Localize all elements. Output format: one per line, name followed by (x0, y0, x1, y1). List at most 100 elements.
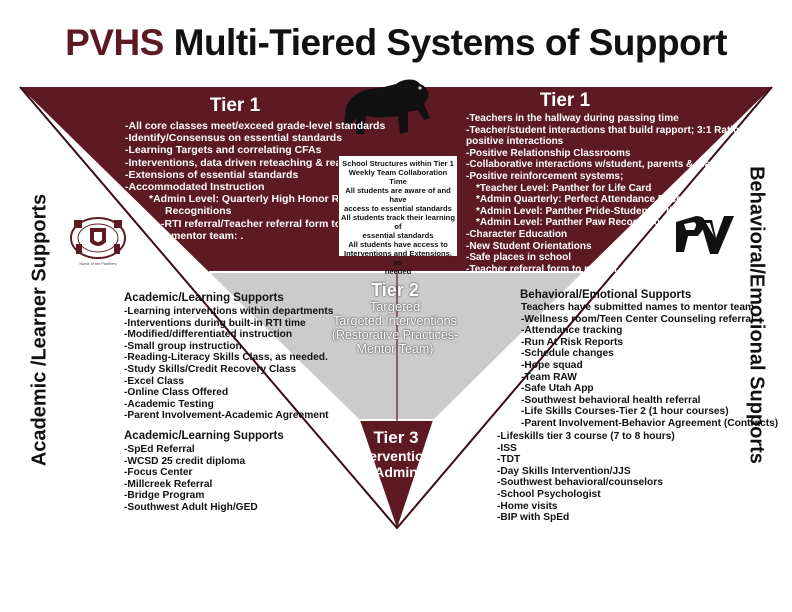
box-line: All students have access to (348, 240, 448, 249)
list-item: -Learning interventions within departmen… (124, 306, 334, 317)
list-item: -Positive reinforcement systems; (466, 170, 624, 182)
tier2-desc-line: (Restorative Practices- (331, 328, 459, 342)
box-line: access to essential standards (344, 204, 452, 213)
list-item: -Hope squad (521, 359, 583, 371)
tier2-desc-line: Mentor Team) (356, 342, 434, 356)
list-item: -Day Skills Intervention/JJS (497, 465, 631, 477)
list-item: -Safe places in school (466, 252, 572, 264)
list-item: *Admin Level: Panther Paw Recognition (476, 217, 667, 229)
box-line: All students track their learning of (341, 213, 455, 231)
list-item: -Reading-Literacy Skills Class, as neede… (124, 352, 328, 364)
box-line: All students are aware of and have (345, 186, 451, 204)
list-item: -Accommodated Instruction (125, 181, 265, 194)
tier3-subtitle-line: (Admin) (369, 464, 423, 480)
list-item: -Life Skills Courses-Tier 2 (1 hour cour… (521, 406, 729, 418)
seal-caption: Home of the Panthers (79, 262, 117, 266)
list-item: -Home visits (497, 500, 558, 512)
list-item: -School Psychologist (497, 488, 601, 500)
tier3-academic-list: -SpEd Referral -WCSD 25 credit diploma -… (124, 444, 258, 514)
list-item: -Academic Testing (124, 398, 214, 410)
list-item: -TDT (497, 454, 521, 466)
tier3-label: Tier 3 Interventions (Admin) (340, 428, 452, 480)
list-item: -Wellness room/Teen Center Counseling re… (521, 313, 754, 325)
list-item: -Learning Targets and correlating CFAs (125, 144, 322, 157)
list-item: -Focus Center (124, 467, 193, 479)
list-item: -RTI referral/Teacher referral form to (161, 217, 342, 230)
school-seal-icon (70, 217, 126, 259)
list-item: -Attendance tracking (521, 325, 623, 337)
title-accent: PVHS (65, 22, 164, 63)
list-item: -Team RAW (521, 371, 577, 383)
school-structures-box: School Structures within Tier 1 Weekly T… (338, 155, 458, 276)
tier3-behavioral-list: -Lifeskills tier 3 course (7 to 8 hours)… (497, 431, 675, 524)
list-item: -WCSD 25 credit diploma (124, 455, 246, 467)
tier2-academic-list: -Learning interventions within departmen… (124, 306, 333, 422)
tier1-academic-list: -All core classes meet/exceed grade-leve… (125, 120, 385, 242)
tier2-title: Tier 2 (371, 280, 419, 300)
list-item: -Parent Involvement-Behavior Agreement (… (521, 417, 779, 429)
list-item: -Safe Utah App (521, 383, 594, 395)
list-item: *Admin Quarterly: Perfect Attendance Rec… (476, 194, 716, 206)
list-item: positive interactions (466, 136, 564, 148)
box-line: Weekly Team Collaboration Time (348, 168, 448, 186)
tier3-title: Tier 3 (373, 428, 419, 447)
page-title: PVHS Multi-Tiered Systems of Support (0, 22, 792, 64)
list-item: -Parent Involvement-Academic Agreement (124, 410, 329, 422)
tier1-right-title: Tier 1 (539, 90, 591, 111)
tier2-subtitle: Targeted (369, 299, 421, 314)
box-line: Interventions and Extensions, as (343, 249, 453, 267)
list-item: -Millcreek Referral (124, 478, 213, 490)
tier2-label: Tier 2 Targeted Targeted Interventions (… (320, 280, 470, 356)
title-main: Multi-Tiered Systems of Support (163, 22, 728, 63)
list-item: -Character Education (466, 228, 568, 240)
tier2-band (209, 272, 583, 420)
list-item: -Identify/Consensus on essential standar… (125, 132, 343, 145)
list-item: *Admin Level: Panther Pride-Student of t… (476, 205, 714, 217)
list-item: -Run At Risk Reports (521, 336, 624, 348)
tier2-behavioral-heading: Behavioral/Emotional Supports (520, 289, 692, 301)
list-item: -Modified/differentiated instruction (124, 329, 293, 341)
list-item: -Positive Relationship Classrooms (466, 147, 631, 159)
list-item: -Study Skills/Credit Recovery Class (124, 363, 297, 375)
tier2-behavioral-list: Teachers have submitted names to mentor … (521, 302, 778, 430)
list-item: Teachers have submitted names to mentor … (521, 302, 755, 313)
list-item: -SpEd Referral (124, 444, 195, 455)
tier2-academic-heading: Academic/Learning Supports (124, 292, 284, 304)
list-item: -Extensions of essential standards (125, 168, 299, 181)
list-item: -Teachers in the hallway during passing … (466, 113, 679, 124)
list-item: *Teacher Level: Panther for Life Card (476, 182, 652, 194)
list-item: -Teacher referral form to mentor team (466, 263, 645, 275)
tier3-academic-heading: Academic/Learning Supports (124, 430, 284, 442)
pv-monogram-icon (676, 216, 734, 254)
panther-icon (344, 79, 430, 134)
list-item: -Small group instruction (124, 340, 242, 352)
list-item: -Lifeskills tier 3 course (7 to 8 hours) (497, 431, 675, 442)
list-item: -Collaborative interactions w/student, p… (466, 159, 738, 171)
list-item: -Bridge Program (124, 490, 205, 502)
list-item: Recognitions (165, 205, 232, 218)
tier3-subtitle-line: Interventions (352, 448, 440, 464)
tier1-left-title: Tier 1 (209, 95, 261, 116)
list-item: -ISS (497, 442, 517, 454)
list-item: -BIP with SpEd (497, 512, 570, 524)
list-item: *Admin Level: Quarterly High Honor Roll (149, 193, 352, 206)
list-item: -Excel Class (124, 375, 185, 387)
list-item: -New Student Orientations (466, 240, 592, 252)
list-item: -Online Class Offered (124, 387, 229, 399)
box-line: School Structures within Tier 1 (342, 159, 454, 168)
list-item: -Southwest Adult High/GED (124, 501, 258, 513)
tier1-behavioral-list: -Teachers in the hallway during passing … (466, 113, 739, 275)
list-item: -Interventions during built-in RTI time (124, 317, 306, 329)
list-item: -Southwest behavioral health referral (521, 394, 701, 406)
list-item: -All core classes meet/exceed grade-leve… (125, 120, 386, 132)
left-side-label: Academic /Learner Supports (28, 193, 51, 467)
list-item: -Teacher/student interactions that build… (466, 124, 740, 136)
list-item: -Interventions, data driven reteaching &… (125, 156, 371, 169)
box-line: needed (384, 267, 412, 276)
tier2-desc-line: Targeted Interventions (333, 314, 457, 328)
list-item: -Southwest behavioral/counselors (497, 477, 663, 489)
box-line: essential standards (362, 231, 434, 240)
list-item: -Schedule changes (521, 348, 614, 360)
list-item: mentor team: . (171, 229, 244, 242)
